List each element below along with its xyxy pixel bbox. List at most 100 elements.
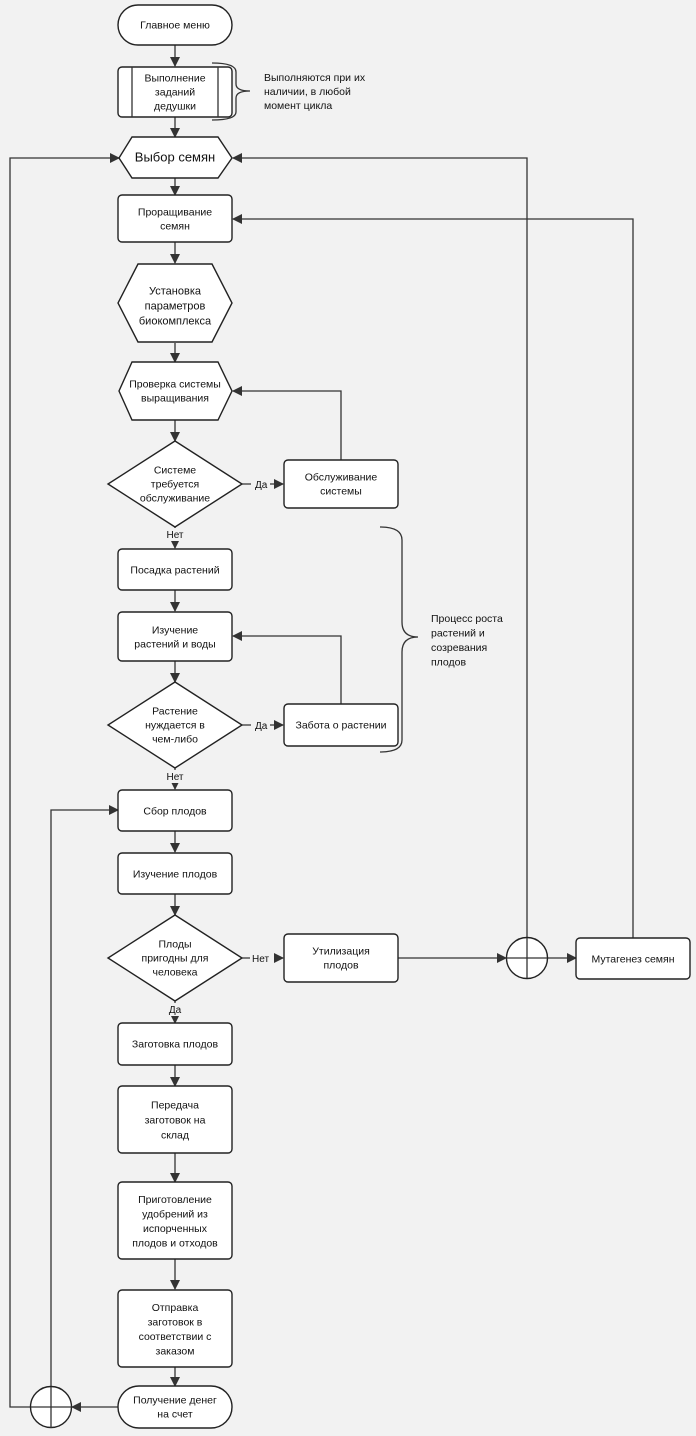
- edge-junction-to-seeds: [232, 153, 528, 938]
- label-service-no: Нет: [163, 528, 187, 541]
- text-line: заданий: [155, 87, 195, 99]
- text-line: плодов и отходов: [132, 1237, 218, 1249]
- node-plant-study: Изучение растений и воды: [117, 611, 233, 662]
- text-line: Процесс роста: [431, 613, 503, 625]
- node-biocomplex-setup-label: Установка параметров биокомплекса: [139, 286, 212, 328]
- edge-junction-to-seed-choice: [9, 153, 120, 1408]
- node-right-junction: [505, 936, 549, 980]
- node-payment: Получение денег на счет: [117, 1385, 233, 1429]
- text-line: Проращивание: [138, 207, 212, 219]
- text-line: удобрений из: [142, 1208, 208, 1220]
- node-harvest: Сбор плодов: [117, 789, 233, 832]
- node-fruit-study: Изучение плодов: [117, 852, 233, 895]
- text-line: склад: [161, 1130, 189, 1142]
- text-line: Посадка растений: [130, 565, 219, 577]
- node-warehouse-transfer: Передача заготовок на склад: [117, 1085, 233, 1154]
- node-plant-needs-decision: Растение нуждается в чем-либо: [106, 681, 244, 769]
- node-fruit-fit-decision: Плоды пригодны для человека: [106, 914, 244, 1002]
- edge-service-loop: [232, 386, 342, 460]
- fruit-no-text: Нет: [252, 954, 269, 965]
- node-seed-choice: Выбор семян: [118, 136, 233, 179]
- text-line: момент цикла: [264, 100, 332, 112]
- plant-yes-text: Да: [255, 721, 268, 732]
- text-line: биокомплекса: [139, 316, 212, 328]
- label-fruit-no: Нет: [250, 951, 274, 965]
- text-line: чем-либо: [152, 734, 198, 746]
- node-main-menu: Главное меню: [117, 4, 233, 46]
- text-line: на счет: [157, 1409, 193, 1421]
- text-line: Изучение плодов: [133, 869, 218, 881]
- text-line: заготовок в: [148, 1316, 203, 1328]
- edge-care-loop: [232, 631, 342, 704]
- node-needs-service-decision: Системе требуется обслуживание: [106, 440, 244, 528]
- edge-junction-to-harvest: [50, 805, 119, 1387]
- text-line: Системе: [154, 465, 196, 477]
- text-line: растений и воды: [134, 639, 215, 651]
- text-line: обслуживание: [140, 493, 210, 505]
- text-line: созревания: [431, 642, 487, 654]
- node-payment-label: Получение денег на счет: [133, 1395, 217, 1421]
- node-fruit-study-label: Изучение плодов: [133, 869, 218, 881]
- text-line: выращивания: [141, 393, 209, 405]
- text-line: Выбор семян: [135, 150, 215, 165]
- node-seed-choice-label: Выбор семян: [135, 150, 215, 165]
- node-plant-study-label: Изучение растений и воды: [134, 625, 215, 651]
- text-line: Выполняются при их: [264, 72, 366, 84]
- text-line: человека: [152, 967, 197, 979]
- node-planting: Посадка растений: [117, 548, 233, 591]
- text-line: Установка: [149, 286, 202, 298]
- text-line: Забота о растении: [296, 720, 387, 732]
- text-line: испорченных: [143, 1223, 208, 1235]
- node-fruit-preserve-label: Заготовка плодов: [132, 1039, 219, 1051]
- text-line: соответствии с: [139, 1331, 212, 1343]
- node-fruit-preserve: Заготовка плодов: [117, 1022, 233, 1066]
- growth-brace: [379, 526, 419, 753]
- label-service-yes: Да: [251, 477, 270, 491]
- text-line: Получение денег: [133, 1395, 217, 1407]
- text-line: параметров: [145, 301, 206, 313]
- text-line: Растение: [152, 706, 198, 718]
- text-line: Выполнение: [144, 73, 205, 85]
- node-plant-needs-label: Растение нуждается в чем-либо: [145, 706, 205, 746]
- fruit-yes-text: Да: [169, 1005, 182, 1016]
- connectors: [9, 45, 634, 1412]
- node-harvest-label: Сбор плодов: [143, 806, 207, 818]
- text-line: Мутагенез семян: [591, 954, 674, 966]
- node-biocomplex-setup: Установка параметров биокомплекса: [117, 263, 233, 343]
- label-plant-no: Нет: [163, 770, 187, 783]
- text-line: Главное меню: [140, 20, 210, 32]
- text-line: пригодны для: [142, 953, 209, 965]
- text-line: наличии, в любой: [264, 86, 351, 98]
- service-no-text: Нет: [166, 530, 183, 541]
- text-line: Изучение: [152, 625, 198, 637]
- node-seed-mutagenesis: Мутагенез семян: [575, 937, 691, 980]
- text-line: Плоды: [158, 939, 191, 951]
- text-line: Передача: [151, 1100, 199, 1112]
- service-yes-text: Да: [255, 480, 268, 491]
- text-line: Заготовка плодов: [132, 1039, 219, 1051]
- text-line: Утилизация: [312, 946, 370, 958]
- node-plant-care: Забота о растении: [283, 703, 399, 747]
- node-seed-germination: Проращивание семян: [117, 194, 233, 243]
- node-seed-germination-label: Проращивание семян: [138, 207, 212, 233]
- label-fruit-yes: Да: [165, 1003, 185, 1016]
- text-line: заготовок на: [145, 1115, 206, 1127]
- node-plant-care-label: Забота о растении: [296, 720, 387, 732]
- node-left-junction: [29, 1385, 73, 1429]
- edge-mutagenesis-to-germination: [232, 214, 634, 938]
- text-line: семян: [160, 221, 190, 233]
- text-line: требуется: [151, 479, 199, 491]
- text-line: нуждается в: [145, 720, 205, 732]
- label-plant-yes: Да: [251, 718, 270, 732]
